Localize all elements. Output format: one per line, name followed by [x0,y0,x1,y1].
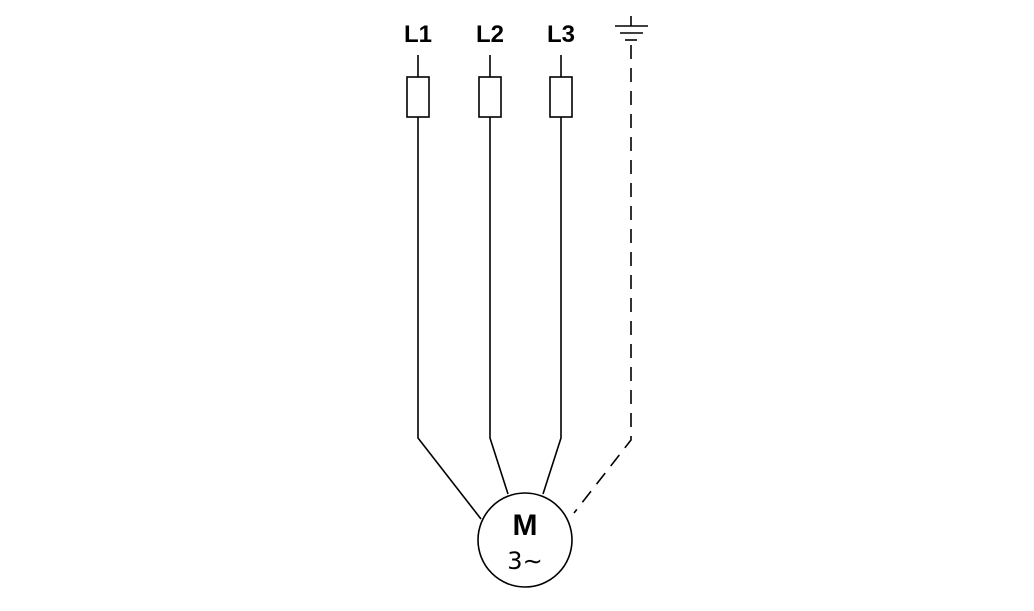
phase-label-l1: L1 [404,21,432,48]
wire-l1 [406,55,482,520]
fuse-icon [549,76,573,118]
motor-label: M [513,509,538,542]
wire-l3 [542,55,573,495]
phase-label-l3: L3 [547,21,575,48]
motor-phase-spec: 3∼ [507,547,542,575]
ground-icon [615,16,648,41]
fuse-icon [478,76,502,118]
motor-icon: M 3∼ [477,492,573,588]
fuse-icon [406,76,430,118]
phase-label-l2: L2 [476,21,504,48]
ground-wire [573,45,632,514]
wire-l2 [478,55,509,495]
